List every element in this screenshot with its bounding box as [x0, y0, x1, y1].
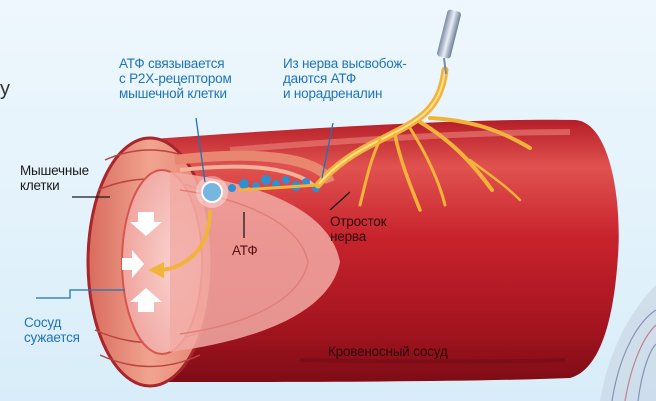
label-atp-binds-receptor: АТФ связывается с P2X-рецептором мышечно… — [119, 56, 232, 101]
label-nerve-releases-atp: Из нерва высвобож- даются АТФ и норадрен… — [283, 56, 407, 101]
label-nerve-process: Отросток нерва — [330, 214, 386, 244]
label-blood-vessel: Кровеносный сосуд — [328, 344, 448, 359]
label-muscle-cells: Мышечные клетки — [20, 163, 89, 193]
label-vessel-narrows: Сосуд сужается — [24, 315, 80, 345]
label-atp: АТФ — [232, 243, 257, 258]
cropped-edge-text: у — [0, 78, 10, 101]
needle-electrode — [436, 9, 461, 74]
